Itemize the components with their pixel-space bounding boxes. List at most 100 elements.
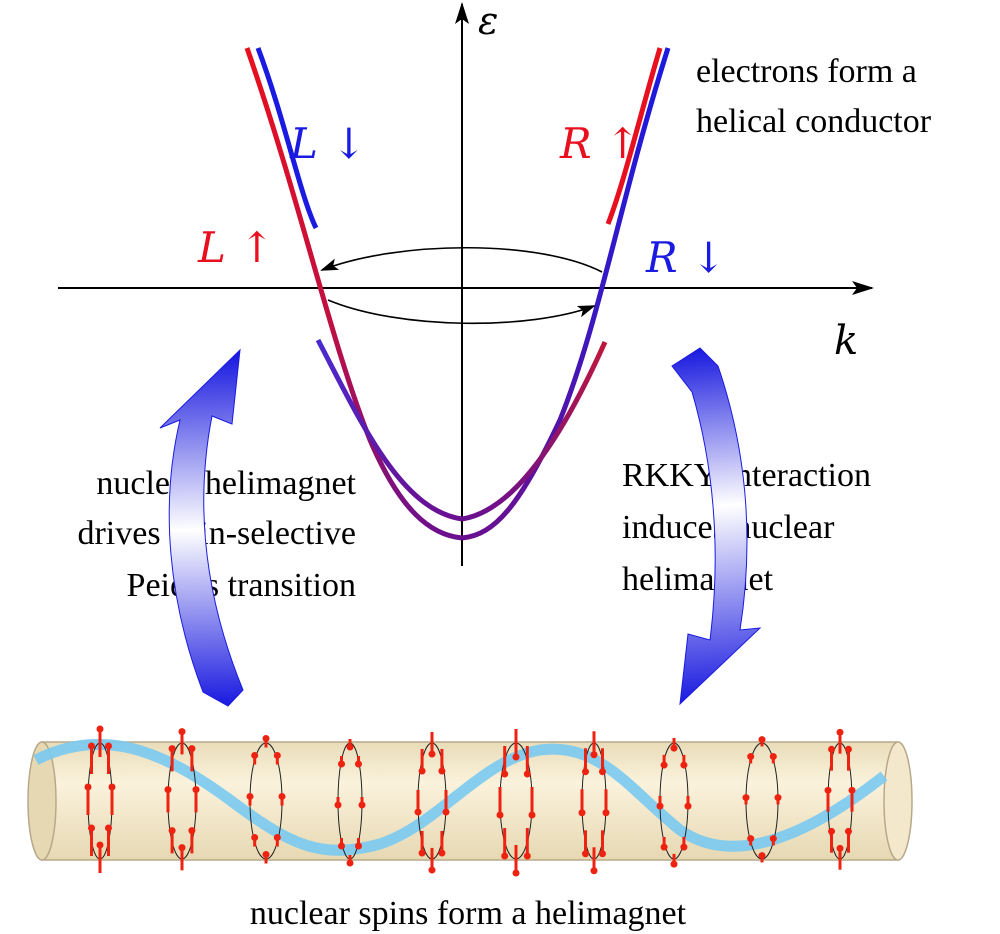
tube-left-cap [27, 741, 57, 861]
energy-axis-label: ε [478, 0, 498, 43]
nuclear-spin-head [262, 734, 270, 742]
nuclear-spin-head [660, 761, 668, 769]
band-R-down [461, 47, 671, 541]
nuclear-spin-head [512, 869, 520, 877]
nuclear-spin-head [590, 867, 598, 875]
nuclear-spin-head [251, 751, 259, 759]
nuclear-spin-head [428, 750, 436, 758]
nuclear-spin-head [769, 835, 777, 843]
nuclear-spin-head [496, 811, 504, 819]
nuclear-spin-head [438, 767, 446, 775]
nuclear-spin-head [438, 849, 446, 857]
nuclear-spin-head [590, 751, 598, 759]
nuclear-spin-head [680, 761, 688, 769]
nuclear-spin-head [354, 760, 362, 768]
bottom-caption: nuclear spins form a helimagnet [250, 895, 687, 932]
helical-line-2: helical conductor [696, 103, 932, 140]
nuclear-spin-head [442, 808, 450, 816]
tube-right-cap [883, 741, 913, 861]
nuclear-spin-head [523, 770, 531, 778]
label-R-down: R ↓ [645, 233, 726, 282]
band-R-up [605, 47, 663, 225]
nanotube [27, 725, 913, 877]
nuclear-spin-head [338, 842, 346, 850]
nuclear-spin-head [168, 827, 176, 835]
nuclear-spin-head [346, 859, 354, 867]
peierls-line-3: Peierls transition [127, 567, 356, 604]
nuclear-spin-head [828, 745, 836, 753]
nuclear-spin-head [660, 843, 668, 851]
feedback-arrow-left [159, 348, 244, 707]
nuclear-spin-head [598, 850, 606, 858]
nuclear-spin-head [346, 743, 354, 751]
nuclear-spin-head [774, 794, 782, 802]
nuclear-spin-head [598, 768, 606, 776]
peierls-line-1: nuclear helimagnet [96, 465, 356, 502]
label-L-up: L ↑ [197, 223, 274, 272]
nuclear-spin-head [418, 849, 426, 857]
energy-bands [244, 47, 671, 541]
nuclear-spin-head [108, 783, 116, 791]
band-inner-left [315, 338, 463, 522]
helix-ribbon [33, 738, 888, 856]
nuclear-spin-head [338, 760, 346, 768]
nuclear-spin-head [273, 751, 281, 759]
nuclear-spin-head [188, 745, 196, 753]
band-L-down [255, 47, 319, 230]
rkky-annotation: RKKY interaction induces nuclear helimag… [622, 457, 871, 598]
nuclear-spin-head [273, 833, 281, 841]
nuclear-spin-head [354, 842, 362, 850]
nuclear-spin-head [418, 767, 426, 775]
rkky-line-1: RKKY interaction [622, 457, 871, 494]
nuclear-spin-head [501, 852, 509, 860]
nuclear-spin-head [742, 794, 750, 802]
nuclear-spin-head [188, 827, 196, 835]
nuclear-spin-head [844, 745, 852, 753]
nuclear-spin-head [848, 786, 856, 794]
nuclear-spin-head [246, 792, 254, 800]
nuclear-spin-head [88, 824, 96, 832]
nuclear-spin-head [582, 850, 590, 858]
label-L-down: L ↓ [289, 119, 366, 168]
nuclear-spin-head [747, 753, 755, 761]
nuclear-spin-head [670, 744, 678, 752]
nuclear-spin-head [278, 792, 286, 800]
nuclear-spin-head [104, 824, 112, 832]
nuclear-spin-head [96, 841, 104, 849]
nuclear-spin-head [824, 786, 832, 794]
label-R-up: R ↑ [559, 119, 640, 168]
nuclear-spin-head [836, 728, 844, 736]
peierls-line-2: drives spin-selective [77, 515, 356, 552]
k-axis-label: k [834, 318, 858, 364]
nuclear-spin-head [96, 725, 104, 733]
nuclear-spin-head [828, 827, 836, 835]
nuclear-spin-head [178, 844, 186, 852]
spin-rings [84, 725, 856, 877]
backscatter-arrow-bottom [327, 299, 596, 325]
nuclear-spin-head [747, 835, 755, 843]
nuclear-spin-head [104, 742, 112, 750]
nuclear-spin-head [578, 809, 586, 817]
nuclear-spin-head [670, 860, 678, 868]
nuclear-spin-head [684, 802, 692, 810]
nuclear-spin-head [758, 852, 766, 860]
peierls-annotation: nuclear helimagnet drives spin-selective… [77, 465, 356, 604]
nuclear-spin-head [88, 742, 96, 750]
nuclear-spin-head [262, 850, 270, 858]
nuclear-spin-head [656, 802, 664, 810]
nuclear-spin-head [769, 753, 777, 761]
rkky-line-3: helimagnet [622, 561, 774, 598]
nuclear-spin-head [758, 736, 766, 744]
nuclear-spin-head [844, 827, 852, 835]
nuclear-spin-head [178, 728, 186, 736]
nuclear-spin-head [358, 801, 366, 809]
nuclear-spin-head [582, 768, 590, 776]
nuclear-spin-head [334, 801, 342, 809]
nuclear-spin-head [251, 833, 259, 841]
nuclear-spin-head [523, 852, 531, 860]
nuclear-spin-head [168, 745, 176, 753]
feedback-arrow-right [671, 347, 762, 706]
nuclear-spin-head [164, 786, 172, 794]
nuclear-spin-head [528, 811, 536, 819]
nuclear-spin-head [836, 844, 844, 852]
